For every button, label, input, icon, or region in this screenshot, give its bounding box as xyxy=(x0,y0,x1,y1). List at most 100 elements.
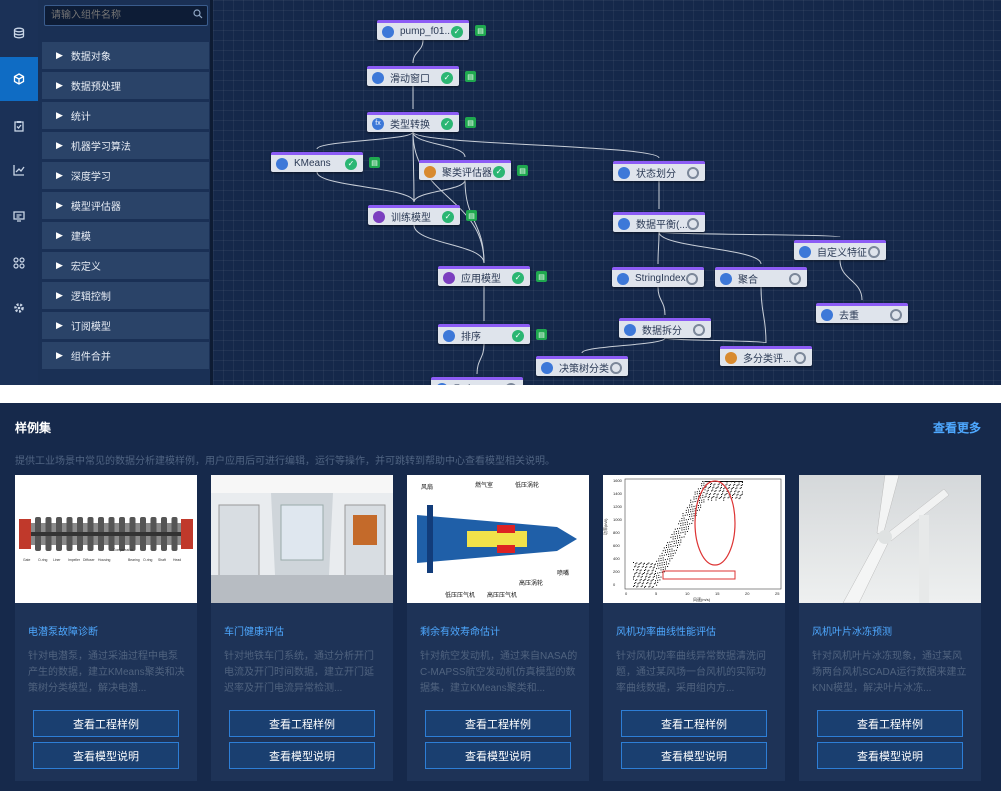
x-tick-label: 20 xyxy=(745,591,750,596)
pump-part-label: Impeller xyxy=(68,558,81,562)
workflow-node[interactable]: StringIndex xyxy=(612,267,704,287)
node-label: 自定义特征 xyxy=(817,248,867,259)
workflow-node[interactable]: 去重 xyxy=(816,303,908,323)
workflow-node[interactable]: KMeans✓ xyxy=(271,152,363,172)
expand-triangle-icon: ▶ xyxy=(56,260,63,270)
view-more-link[interactable]: 查看更多 xyxy=(932,421,981,435)
monitor-icon[interactable] xyxy=(0,201,38,231)
workflow-node[interactable]: 决策树分类 xyxy=(536,356,628,376)
grid-icon[interactable] xyxy=(0,248,38,278)
data-output-icon[interactable]: ▤ xyxy=(465,71,476,82)
workflow-node[interactable]: 滑动窗口✓ xyxy=(367,66,459,86)
node-type-icon xyxy=(617,272,629,285)
workflow-node[interactable]: 聚合... xyxy=(431,377,523,385)
workflow-node[interactable]: 排序✓ xyxy=(438,324,530,344)
search-icon[interactable] xyxy=(193,9,203,19)
expand-triangle-icon: ▶ xyxy=(56,50,63,60)
node-type-icon xyxy=(372,71,384,84)
view-model-description-button[interactable]: 查看模型说明 xyxy=(229,742,375,769)
clipboard-check-icon[interactable] xyxy=(0,111,38,141)
view-project-example-button[interactable]: 查看工程样例 xyxy=(817,710,963,737)
expand-triangle-icon: ▶ xyxy=(56,350,63,360)
data-output-icon[interactable]: ▤ xyxy=(536,271,547,282)
category-item[interactable]: ▶逻辑控制 xyxy=(42,282,209,309)
y-tick-label: 0 xyxy=(613,582,616,587)
category-item[interactable]: ▶组件合并 xyxy=(42,342,209,369)
success-check-icon: ✓ xyxy=(512,271,524,284)
node-label: 应用模型 xyxy=(461,274,501,285)
example-card[interactable]: 车门健康评估针对地铁车门系统，通过分析开门电流及开门时间数据，建立开门延迟率及开… xyxy=(211,475,393,781)
category-item[interactable]: ▶统计 xyxy=(42,102,209,129)
node-label: pump_f01... xyxy=(400,26,451,37)
pending-status-icon xyxy=(868,245,880,258)
cube-icon[interactable] xyxy=(0,57,38,101)
category-label: 数据预处理 xyxy=(70,82,121,93)
engine-label: 低压涡轮 xyxy=(515,481,539,489)
node-label: 类型转换 xyxy=(390,120,430,131)
data-output-icon[interactable]: ▤ xyxy=(475,25,486,36)
success-check-icon: ✓ xyxy=(493,165,505,178)
engine-label: 风扇 xyxy=(421,483,433,491)
node-type-icon xyxy=(618,217,630,230)
gear-icon[interactable] xyxy=(0,293,38,323)
success-check-icon: ✓ xyxy=(345,157,357,170)
section-title: 样例集 xyxy=(15,421,52,435)
example-title: 车门健康评估 xyxy=(224,627,284,638)
node-label: 状态划分 xyxy=(636,169,676,180)
category-item[interactable]: ▶深度学习 xyxy=(42,162,209,189)
workflow-edges xyxy=(316,39,863,375)
workflow-node[interactable]: 聚合 xyxy=(715,267,807,287)
category-item[interactable]: ▶建模 xyxy=(42,222,209,249)
workflow-node[interactable]: pump_f01...✓ xyxy=(377,20,469,40)
expand-triangle-icon: ▶ xyxy=(56,170,63,180)
node-label: 数据拆分 xyxy=(642,326,682,337)
workflow-node[interactable]: 数据拆分 xyxy=(619,318,711,338)
workflow-node[interactable]: 聚类评估器✓ xyxy=(419,160,511,180)
database-icon[interactable] xyxy=(0,18,38,48)
example-card[interactable]: 风机叶片冰冻预测针对风机叶片冰冻现象，通过某风场两台风机SCADA运行数据来建立… xyxy=(799,475,981,781)
y-tick-label: 800 xyxy=(613,530,620,535)
workflow-node[interactable]: 状态划分 xyxy=(613,161,705,181)
data-output-icon[interactable]: ▤ xyxy=(466,210,477,221)
data-output-icon[interactable]: ▤ xyxy=(536,329,547,340)
line-chart-icon[interactable] xyxy=(0,155,38,185)
example-card[interactable]: 风扇燃气室低压涡轮喷嘴高压涡轮低压压气机高压压气机剩余有效寿命估计针对航空发动机… xyxy=(407,475,589,781)
category-item[interactable]: ▶宏定义 xyxy=(42,252,209,279)
data-output-icon[interactable]: ▤ xyxy=(465,117,476,128)
data-output-icon[interactable]: ▤ xyxy=(369,157,380,168)
node-type-icon xyxy=(541,361,553,374)
expand-triangle-icon: ▶ xyxy=(56,230,63,240)
view-model-description-button[interactable]: 查看模型说明 xyxy=(425,742,571,769)
data-output-icon[interactable]: ▤ xyxy=(517,165,528,176)
pending-status-icon xyxy=(890,308,902,321)
view-model-description-button[interactable]: 查看模型说明 xyxy=(621,742,767,769)
view-model-description-button[interactable]: 查看模型说明 xyxy=(817,742,963,769)
view-model-description-button[interactable]: 查看模型说明 xyxy=(33,742,179,769)
category-item[interactable]: ▶订阅模型 xyxy=(42,312,209,339)
expand-triangle-icon: ▶ xyxy=(56,80,63,90)
node-type-icon xyxy=(276,157,288,170)
workflow-node[interactable]: 自定义特征 xyxy=(794,240,886,260)
workflow-node[interactable]: 数据平衡(... xyxy=(613,212,705,232)
category-item[interactable]: ▶机器学习算法 xyxy=(42,132,209,159)
component-search-input[interactable] xyxy=(44,5,208,26)
workflow-node[interactable]: 多分类评... xyxy=(720,346,812,366)
workflow-node[interactable]: 应用模型 ✓ xyxy=(438,266,530,286)
examples-section: 样例集 查看更多 提供工业场景中常见的数据分析建模样例，用户应用后可进行编辑，运… xyxy=(0,403,1001,791)
category-item[interactable]: ▶模型评估器 xyxy=(42,192,209,219)
view-project-example-button[interactable]: 查看工程样例 xyxy=(425,710,571,737)
workflow-node[interactable]: 训练模型✓ xyxy=(368,205,460,225)
node-type-icon xyxy=(373,210,385,223)
category-label: 逻辑控制 xyxy=(70,292,111,303)
view-project-example-button[interactable]: 查看工程样例 xyxy=(621,710,767,737)
pump-part-label: Gate xyxy=(23,558,30,562)
category-item[interactable]: ▶ 数据预处理 xyxy=(42,72,209,99)
view-project-example-button[interactable]: 查看工程样例 xyxy=(33,710,179,737)
view-project-example-button[interactable]: 查看工程样例 xyxy=(229,710,375,737)
category-item[interactable]: ▶数据对象 xyxy=(42,42,209,69)
